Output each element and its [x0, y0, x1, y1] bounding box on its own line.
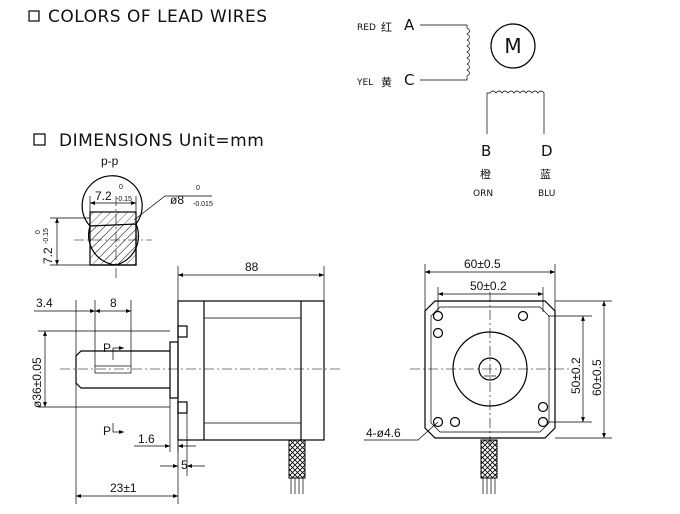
flange-square: [424, 300, 556, 439]
dimensions-checkbox: [33, 133, 46, 146]
shaft-offset: 3.4: [36, 296, 53, 310]
height-lower: -0.15: [43, 228, 50, 244]
diameter-lower: -0.015: [193, 201, 213, 208]
flange-lug-top: [177, 325, 188, 338]
holes-leader: [364, 421, 439, 441]
pilot-boss: [169, 341, 179, 399]
shaft-flat: [94, 365, 132, 374]
section-mark-top: P: [103, 341, 111, 355]
diameter-leader: [133, 195, 212, 221]
hole-spacing-h: 50±0.2: [470, 279, 507, 293]
shaft-section-body: [89, 211, 137, 266]
orn-label: ORN: [473, 189, 493, 199]
height-upper: 0: [35, 230, 42, 234]
red-label: RED: [357, 23, 376, 33]
section-mark-bottom: P: [103, 424, 111, 438]
blu-hanzi: 蓝: [540, 168, 551, 181]
pilot-extension: [38, 330, 170, 408]
flange-lug-bottom: [177, 401, 188, 414]
terminal-c: C: [404, 71, 414, 89]
pilot-depth-extension: [169, 398, 179, 452]
blu-label: BLU: [538, 189, 555, 199]
shaft: [75, 350, 170, 389]
section-mark-bottom-arrow: [112, 423, 124, 434]
terminal-b: B: [481, 142, 491, 160]
shaft-section-outline: [81, 175, 143, 266]
wires-heading: COLORS OF LEAD WIRES: [28, 7, 268, 27]
wire-c: [420, 77, 468, 81]
terminal-a: A: [404, 16, 415, 34]
width-nominal: 7.2: [95, 189, 112, 203]
front-view: 60±0.5 50±0.2 50±0.2 60±0.5 4-ø4.6: [364, 257, 612, 494]
dimensions-title: DIMENSIONS Unit=mm: [59, 131, 264, 151]
cable-braid-front: [480, 439, 498, 479]
orn-hanzi: 橙: [480, 167, 491, 181]
flange-thickness: 5: [181, 458, 188, 472]
width-upper: 0: [119, 184, 123, 191]
offset-extension: [75, 300, 132, 366]
wires-checkbox: [28, 10, 40, 22]
length-extension: [177, 266, 325, 301]
yel-hanzi: 黄: [381, 75, 392, 89]
section-title: p-p: [101, 154, 119, 168]
diameter-nominal: ø8: [170, 193, 184, 207]
cable-braid-side: [288, 439, 306, 479]
flat-length: 8: [110, 296, 117, 310]
wire-a: [420, 24, 468, 28]
motor-body: [177, 300, 325, 441]
wiring-diagram: RED 红 A YEL 黄 C M B D 橙 蓝 ORN BLU: [356, 16, 555, 199]
section-mark-top-arrow: [112, 346, 124, 360]
coil-ac: [466, 27, 470, 77]
dimensions-heading: DIMENSIONS Unit=mm: [33, 131, 264, 151]
yel-label: YEL: [356, 78, 373, 88]
cable-wires-front: [482, 478, 496, 494]
width-lower: -0.15: [116, 196, 132, 203]
diameter-upper: 0: [196, 185, 200, 192]
cable-wires-side: [290, 478, 304, 494]
wires-title: COLORS OF LEAD WIRES: [48, 7, 268, 27]
mounting-holes: [432, 310, 549, 428]
shaft-section: p-p 7.2 0 -0.15 ø8 0 -0.015 7.2 0 -0.15: [35, 154, 213, 281]
motor-symbol: M: [504, 34, 521, 58]
coil-bd: [486, 90, 545, 134]
terminal-d: D: [541, 142, 553, 160]
height-nominal: 7.2: [41, 247, 55, 264]
shaft-length-extension: [75, 383, 179, 504]
flange-height: 60±0.5: [590, 359, 604, 396]
body-inner-top: [204, 317, 301, 424]
side-view: 88 3.4 8 ø36±0.05 P P 1.6 5 23±1: [30, 260, 340, 504]
red-hanzi: 红: [381, 21, 392, 34]
flange-width: 60±0.5: [464, 257, 501, 271]
pilot-depth: 1.6: [138, 432, 155, 446]
height-extension: [50, 217, 90, 266]
pilot-diameter: ø36±0.05: [30, 357, 44, 408]
mounting-holes-label: 4-ø4.6: [366, 426, 401, 440]
body-length: 88: [245, 260, 259, 274]
hole-spacing-v: 50±0.2: [569, 357, 583, 394]
hole-spacing-h-extension: [437, 287, 544, 312]
motor-symbol-circle: [490, 23, 536, 69]
shaft-length: 23±1: [110, 481, 137, 495]
